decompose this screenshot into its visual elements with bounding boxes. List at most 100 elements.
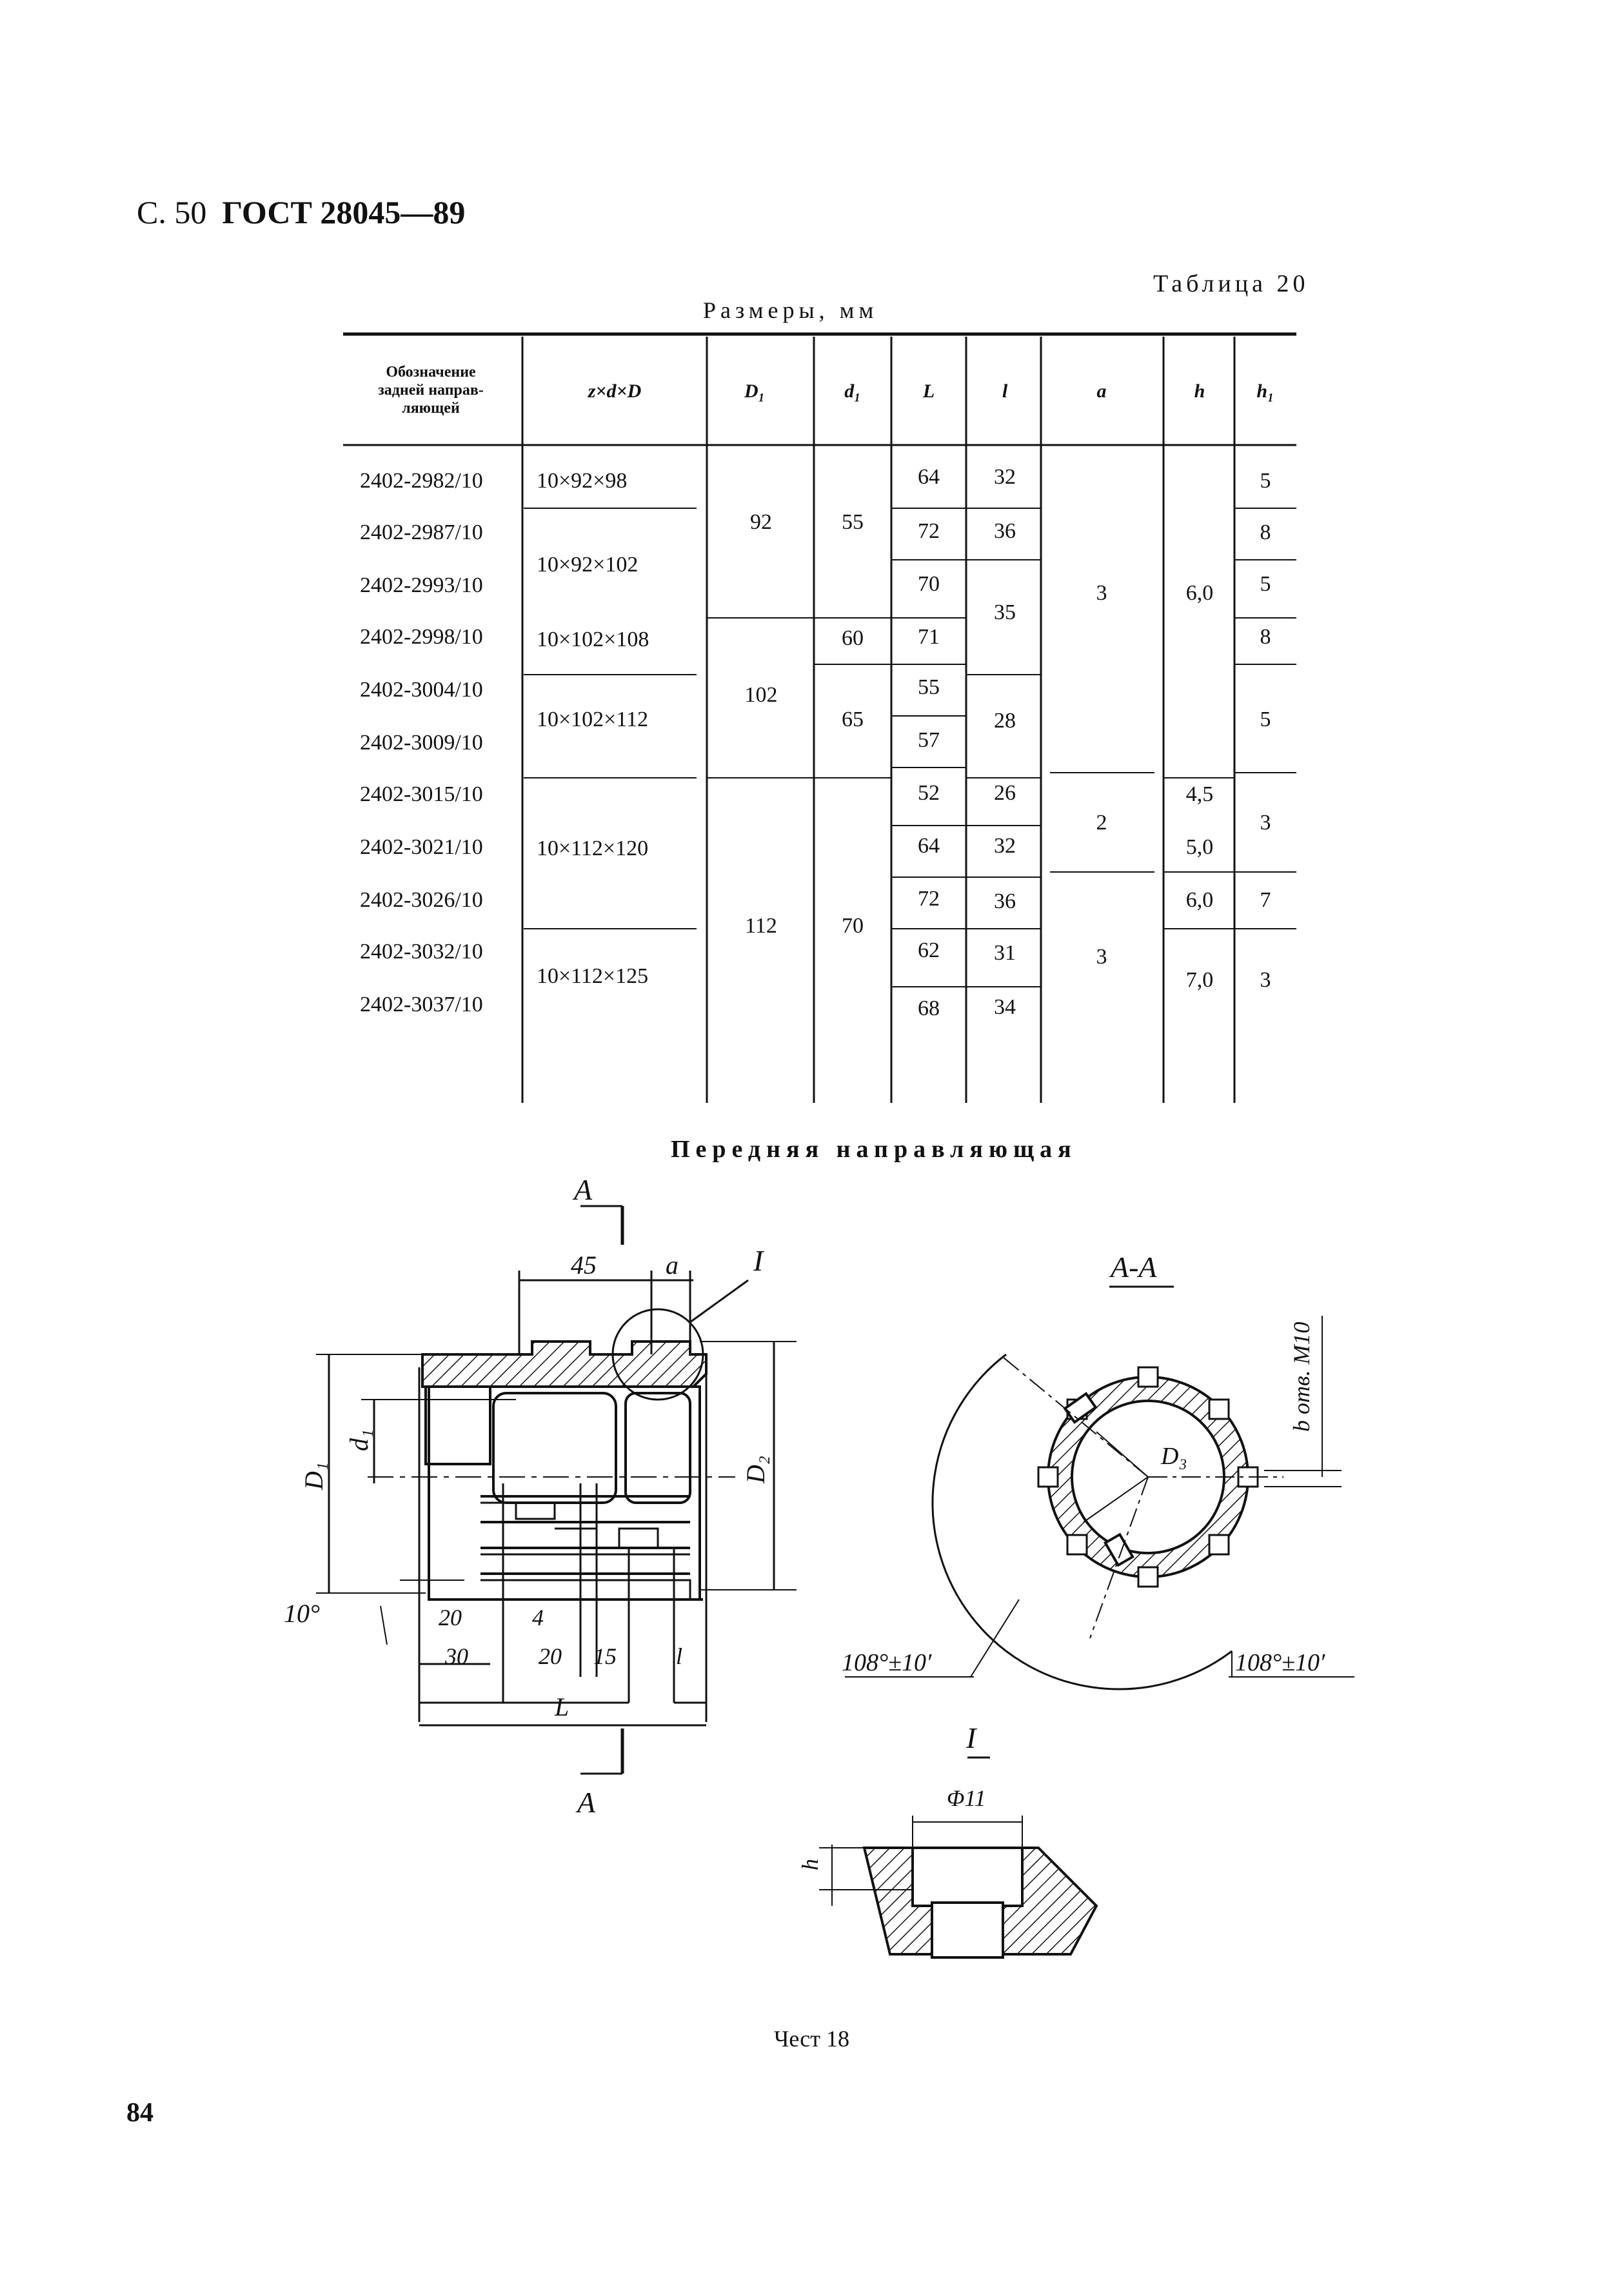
- table-cell: 2402-3037/10: [360, 993, 483, 1016]
- dim-45: 45: [571, 1251, 597, 1280]
- table-cell: 55: [842, 510, 864, 534]
- col-D1: D₁: [744, 381, 765, 402]
- table-cell: 2402-3009/10: [360, 731, 483, 755]
- col-a: a: [1097, 381, 1107, 402]
- table-cell: 72: [918, 887, 940, 911]
- table-cell: 10×102×112: [537, 708, 648, 731]
- table-cell: 60: [842, 626, 864, 650]
- table-cell: 2402-3032/10: [360, 940, 483, 964]
- table-cell: 10×92×102: [537, 553, 638, 577]
- table-cell: 36: [994, 889, 1016, 913]
- section-a-a: [845, 1285, 1354, 1690]
- table-cell: 3: [1260, 811, 1271, 835]
- table-cell: 8: [1260, 520, 1271, 544]
- table-cell: 2402-3026/10: [360, 888, 483, 912]
- dim-d1: d₁: [344, 1429, 373, 1451]
- table-cell: 35: [994, 600, 1016, 624]
- table-cell: 5,0: [1186, 835, 1214, 859]
- table-cell: 28: [994, 709, 1016, 733]
- drawing-title: Передняя направляющая: [671, 1136, 1077, 1163]
- detail-marker: I: [753, 1244, 765, 1277]
- dim-angle-1: 108°±10′: [842, 1649, 932, 1676]
- table-cell: 3: [1096, 581, 1107, 605]
- col-L: L: [922, 381, 935, 402]
- table-cell: 102: [745, 683, 778, 707]
- dim-4: 4: [532, 1605, 544, 1630]
- page-number: 84: [126, 2098, 153, 2128]
- dim-D3: D₃: [1160, 1443, 1187, 1470]
- col-designation-line2: задней направ-: [378, 382, 484, 399]
- table-cell: 55: [918, 675, 940, 699]
- table-cell: 3: [1096, 945, 1107, 969]
- table-cell: 10×112×120: [537, 837, 648, 860]
- col-l: l: [1002, 381, 1008, 402]
- dim-angle-2: 108°±10′: [1235, 1649, 1325, 1676]
- table-cell: 7: [1260, 888, 1271, 912]
- table-cell: 2402-2993/10: [360, 573, 483, 597]
- table-cell: 5: [1260, 572, 1271, 596]
- table-number: Таблица 20: [1153, 270, 1309, 297]
- table-cell: 3: [1260, 968, 1271, 992]
- table-cell: 64: [918, 834, 940, 858]
- dim-a: a: [666, 1251, 678, 1280]
- table-cell: 62: [918, 938, 940, 962]
- table-cell: 57: [918, 728, 940, 752]
- table-cell: 2402-2982/10: [360, 469, 483, 493]
- table-cell: 64: [918, 465, 940, 489]
- table-units: Размеры, мм: [703, 297, 878, 323]
- table-cell: 6,0: [1186, 888, 1214, 912]
- table-cell: 5: [1260, 469, 1271, 493]
- table-cell: 31: [994, 941, 1016, 965]
- technical-drawing: А А I 45 a D₁ d₁ D₂ 10° 20 30 4 20 15 l …: [284, 1173, 1354, 1959]
- table-cell: 2402-3015/10: [360, 782, 483, 806]
- table-cell: 34: [994, 995, 1016, 1019]
- section-label-bottom: А: [575, 1786, 596, 1819]
- page-label: С. 50: [137, 194, 207, 230]
- table-cell: 10×112×125: [537, 964, 648, 988]
- table-cell: 72: [918, 519, 940, 543]
- dim-phi-11: Φ11: [947, 1785, 986, 1811]
- table-cell: 10×92×98: [537, 469, 627, 493]
- dim-h: h: [797, 1859, 823, 1870]
- footer-note: Чест 18: [774, 2026, 849, 2052]
- table-cell: 8: [1260, 625, 1271, 649]
- standard-code: ГОСТ 28045—89: [222, 194, 466, 230]
- dim-angle-10: 10°: [284, 1599, 320, 1628]
- table-cell: 2: [1096, 811, 1107, 835]
- table-cell: 4,5: [1186, 782, 1214, 806]
- table-cell: 70: [918, 572, 940, 596]
- col-h1: h₁: [1256, 381, 1274, 402]
- table-cell: 32: [994, 834, 1016, 858]
- table-cell: 68: [918, 996, 940, 1020]
- dim-20b: 20: [539, 1643, 562, 1669]
- detail-view: [819, 1756, 1098, 1959]
- table-cell: 2402-3021/10: [360, 835, 483, 859]
- table-cell: 6,0: [1186, 581, 1214, 605]
- dim-30: 30: [444, 1643, 468, 1669]
- table-cell: 52: [918, 781, 940, 805]
- table-cell: 32: [994, 465, 1016, 489]
- col-zdD: z×d×D: [588, 381, 642, 402]
- col-d1: d₁: [844, 381, 860, 402]
- table-cell: 65: [842, 708, 864, 731]
- col-designation-line1: Обозначение: [386, 364, 476, 381]
- dim-L: L: [554, 1692, 569, 1721]
- table-cell: 36: [994, 519, 1016, 543]
- table-cell: 2402-2998/10: [360, 625, 483, 649]
- detail-label: I: [965, 1721, 978, 1754]
- table-cell: 10×102×108: [537, 628, 649, 651]
- table-cell: 92: [750, 510, 772, 534]
- dim-D2: D₂: [741, 1456, 770, 1484]
- page-header: С. 50 ГОСТ 28045—89: [137, 193, 465, 231]
- dim-15: 15: [593, 1643, 617, 1669]
- table-cell: 7,0: [1186, 968, 1214, 992]
- side-view: [316, 1205, 797, 1775]
- table-cell: 71: [918, 625, 940, 649]
- table-cell: 2402-2987/10: [360, 520, 483, 544]
- dim-l: l: [676, 1643, 682, 1669]
- dim-hole-m10: b отв. М10: [1289, 1322, 1314, 1432]
- dim-20a: 20: [439, 1605, 462, 1630]
- table-cell: 26: [994, 781, 1016, 805]
- table-cell: 70: [842, 914, 864, 938]
- table-cell: 112: [745, 914, 777, 938]
